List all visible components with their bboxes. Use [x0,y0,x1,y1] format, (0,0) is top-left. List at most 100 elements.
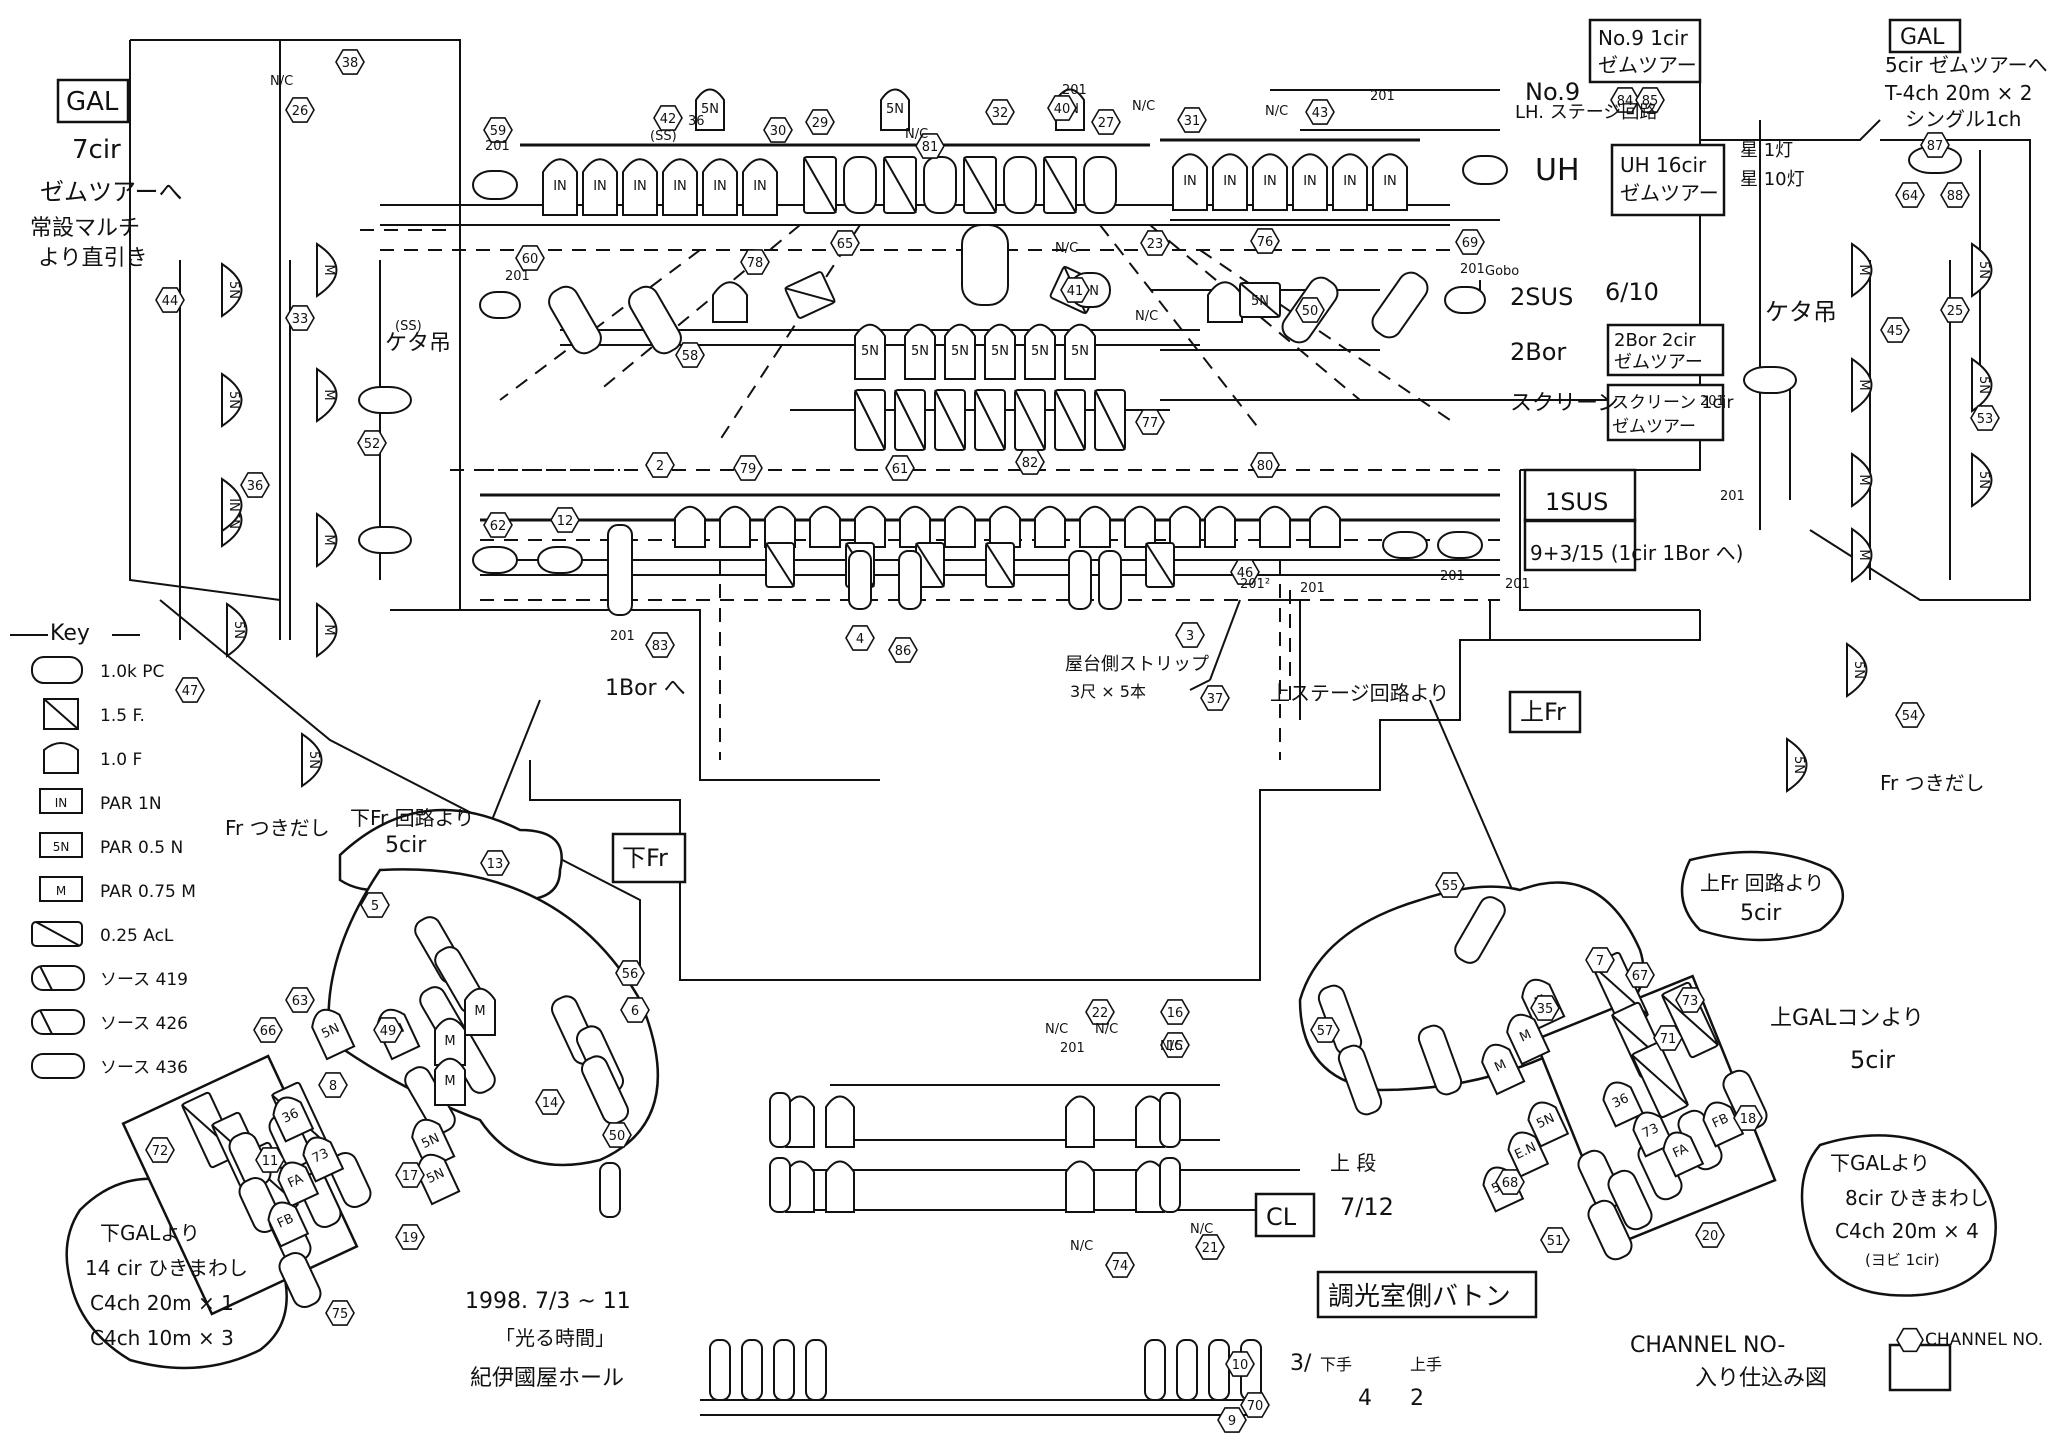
channel-number: 57 [1317,1024,1334,1039]
fixture-type-label: 5N [1031,344,1049,359]
channel-number: 47 [182,684,199,699]
fixture-body [358,386,412,414]
hexagon-outline [1540,1227,1570,1253]
fixture-diagonal [784,287,836,303]
uh-box-line-1: UH 16cir [1620,153,1707,177]
fixture: 36 [272,1096,315,1143]
fixture: M [316,602,338,658]
channel-number: 5 [371,899,379,914]
fixture-type-label: FB [1710,1111,1731,1132]
key-item: 1.5 F. [43,698,145,730]
fixture-type-label: 5N [1976,261,1991,279]
fixture-diagonal [883,156,917,214]
hexagon-outline [1455,229,1485,255]
channel-number: 84 [1617,94,1634,109]
fixture [1098,550,1122,610]
fixture-diagonal [1630,1053,1690,1107]
fixture [358,386,412,414]
kamistage-label: 上ステージ回路より [1270,681,1449,705]
channel-number: 81 [922,140,939,155]
fixture-type-label: M [1856,474,1871,485]
channel-number: 20 [1702,1229,1719,1244]
fixture-type-label: 5N [991,344,1009,359]
channel-number: 44 [162,294,179,309]
key-item: 1.0k PC [31,656,164,684]
key-symbol [31,656,83,684]
fixture: M [1506,1013,1551,1066]
channel-number: 9 [1228,1414,1236,1429]
fixture [1607,1169,1653,1231]
fixture-body [764,505,796,548]
fixture: IN [742,158,778,216]
kami-gal-bubble-4: (ヨビ 1cir) [1865,1251,1940,1269]
fixture-body [741,1339,763,1401]
count-header-1: 3/ [1290,1351,1312,1376]
hexagon-outline [740,249,770,275]
lh-label: LH. ステージ回路 [1515,102,1657,123]
hexagon-outline [1880,317,1910,343]
key-item-label: 0.25 AcL [100,926,174,946]
fixture [1208,1339,1230,1401]
hexagon-outline [1585,947,1615,973]
hexagon-outline [1695,1222,1725,1248]
fixture: 5N [226,602,248,658]
fixture-body [221,477,243,533]
hexagon-outline [1530,995,1560,1021]
key-item: 1.0 F [43,742,142,774]
fixture: IN [702,158,738,216]
channel-hex: 62 [483,512,513,538]
fixture [712,281,748,323]
channel-number: 40 [1054,102,1071,117]
fixture: 73 [1632,1111,1675,1158]
type-annotation: 201 [505,269,530,284]
fixture-type-label: M [474,1004,485,1019]
hexagon-outline [1195,1234,1225,1260]
fixture-type-label: FB [275,1211,296,1232]
dashed-beam-lines [499,224,1451,760]
fixture-body [1602,1081,1645,1128]
fixture-body [848,550,872,610]
key-symbol-code: M [56,884,66,898]
fixture-body [1207,281,1243,323]
fixture [741,1339,763,1401]
fixture [1144,1339,1166,1401]
fixture-body [702,158,738,216]
fixture-body [1851,242,1873,298]
fixture [989,505,1021,548]
fixture: M [1851,452,1873,508]
fixture: 5N [1971,452,1993,508]
fixture: IN [1172,153,1208,211]
fixture: IN [582,158,618,216]
channel-hex: 27 [1091,109,1121,135]
channel-hex: 59 [483,117,513,143]
fixture [805,1339,827,1401]
channel-hex: 75 [325,1300,355,1326]
fixture-body [1786,737,1808,793]
fixture [1309,505,1341,548]
type-annotation: 201² [1240,577,1270,592]
channel-number: 42 [660,112,677,127]
key-symbol [43,742,79,774]
hexagon-outline [1653,1025,1683,1051]
fixture-body [221,372,243,428]
fixture-body [898,550,922,610]
fixture-body [1169,505,1201,548]
shimo-gal-bubble-2: 14 cir ひきまわし [85,1256,248,1280]
fixture: 5N [984,323,1016,380]
fixture-body [1068,550,1092,610]
fixture [803,156,837,214]
channel-hex: 50 [602,1122,632,1148]
gal-left-line-3: 常設マルチ [30,216,140,241]
fixture: 5N [301,732,323,788]
fixture-diagonal [963,156,997,214]
fixture-type-label: 5N [1851,661,1866,679]
fixture [773,1339,795,1401]
kami-gal-note-1: 上GALコンより [1770,1006,1924,1031]
key-item-label: PAR 0.5 N [100,838,183,858]
kami-fr-bubble-2: 5cir [1740,901,1782,926]
channel-hex: 41 [1060,277,1090,303]
channel-number: 74 [1112,1259,1129,1274]
key-symbol [39,832,83,858]
fixture [1054,389,1086,451]
